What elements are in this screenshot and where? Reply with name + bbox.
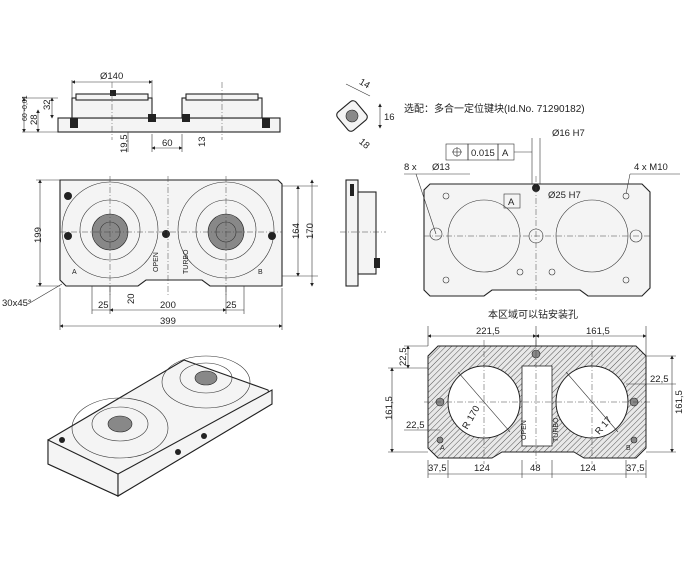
dim-20: 20 bbox=[126, 293, 137, 304]
side-profile-view bbox=[340, 179, 386, 287]
section-label-turbo: TURBO bbox=[553, 417, 560, 442]
dia-25-h7: Ø25 H7 bbox=[548, 190, 581, 201]
dim-48: 48 bbox=[530, 463, 541, 474]
dim-124-right: 124 bbox=[580, 463, 596, 474]
dim-60-tol: 60 -0,01 bbox=[22, 95, 29, 121]
front-view: A B OPEN TURBO 199 164 170 25 200 25 20 … bbox=[2, 176, 318, 330]
dia-16-h7: Ø16 H7 bbox=[552, 128, 585, 139]
key-block-note: 选配：多合一定位键块(Id.No. 71290182) bbox=[404, 102, 585, 115]
chamfer-30x45: 30x45° bbox=[2, 298, 32, 309]
dim-60-bottom: 60 bbox=[162, 138, 173, 149]
dim-164: 164 bbox=[291, 223, 302, 239]
dim-25-right: 25 bbox=[226, 300, 237, 311]
label-b: B bbox=[258, 269, 263, 276]
dim-199: 199 bbox=[33, 227, 44, 243]
dim-13: 13 bbox=[197, 136, 208, 147]
label-turbo: TURBO bbox=[183, 249, 190, 274]
key-block-detail: 14 16 18 选配：多合一定位键块(Id.No. 71290182) bbox=[336, 77, 585, 152]
section-label-open: OPEN bbox=[521, 420, 528, 440]
dim-221-5: 221,5 bbox=[476, 326, 500, 337]
dim-22-5-left: 22,5 bbox=[398, 348, 409, 367]
holes-8x: 8 x bbox=[404, 162, 417, 173]
dim-124-left: 124 bbox=[474, 463, 490, 474]
dim-161-5-top: 161,5 bbox=[586, 326, 610, 337]
section-title: 本区域可以钻安装孔 bbox=[488, 308, 578, 321]
section-view: 本区域可以钻安装孔 A B OPEN TURBO R 170 R 17 221,… bbox=[384, 308, 685, 478]
dim-22-5-bottom: 22,5 bbox=[406, 420, 425, 431]
dim-28: 28 bbox=[29, 114, 40, 125]
tolerance-value: 0.015 bbox=[471, 148, 495, 159]
dim-37-5-right: 37,5 bbox=[626, 463, 645, 474]
dim-32: 32 bbox=[42, 99, 53, 110]
dia-13: Ø13 bbox=[432, 162, 450, 173]
dim-14: 14 bbox=[357, 77, 372, 92]
section-label-a: A bbox=[440, 445, 445, 452]
section-label-b: B bbox=[626, 445, 631, 452]
dim-170: 170 bbox=[305, 223, 316, 239]
dim-dia-140: Ø140 bbox=[100, 71, 123, 82]
dim-200: 200 bbox=[160, 300, 176, 311]
tolerance-datum: A bbox=[502, 148, 509, 159]
dim-161-5-right: 161,5 bbox=[674, 390, 685, 414]
dim-399: 399 bbox=[160, 316, 176, 327]
isometric-view bbox=[47, 355, 273, 497]
dim-18: 18 bbox=[356, 136, 371, 151]
dim-16: 16 bbox=[384, 112, 395, 123]
dim-37-5-left: 37,5 bbox=[428, 463, 447, 474]
dim-161-5-left: 161,5 bbox=[384, 396, 395, 420]
dim-19-5: 19,5 bbox=[119, 135, 130, 154]
m10-4x: 4 x M10 bbox=[634, 162, 668, 173]
label-open: OPEN bbox=[153, 252, 160, 272]
right-top-view: 0.015 A Ø16 H7 8 x Ø13 4 x M10 Ø25 H7 A bbox=[404, 128, 680, 300]
top-side-view: Ø140 60 -0,01 28 32 19,5 60 13 bbox=[22, 71, 281, 154]
label-a: A bbox=[72, 269, 77, 276]
dim-25-left: 25 bbox=[98, 300, 109, 311]
datum-box-a: A bbox=[508, 197, 515, 208]
dim-22-5-right: 22,5 bbox=[650, 374, 669, 385]
